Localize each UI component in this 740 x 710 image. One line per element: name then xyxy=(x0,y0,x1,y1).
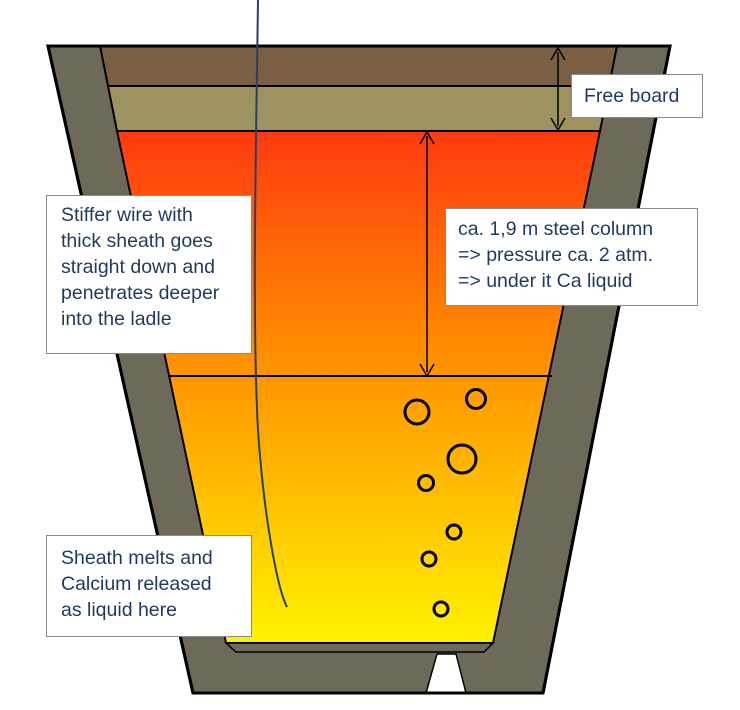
callout-line: ca. 1,9 m steel column xyxy=(458,218,654,240)
slag-top-layer xyxy=(98,45,619,87)
calcium-bubbles xyxy=(403,388,487,618)
callout-line: Calcium released xyxy=(61,573,212,595)
callout-line: penetrates deeper xyxy=(61,282,220,304)
sheath-melts-callout: Sheath melts and Calcium released as liq… xyxy=(46,535,252,637)
callout-line: => under it Ca liquid xyxy=(458,270,633,292)
ladle-bottom-lining xyxy=(224,642,495,653)
steel-column-callout: ca. 1,9 m steel column => pressure ca. 2… xyxy=(445,208,698,306)
callout-line: Free board xyxy=(584,85,680,107)
freeboard-callout: Free board xyxy=(571,74,703,118)
callout-line: => pressure ca. 2 atm. xyxy=(458,244,654,266)
slag-layer xyxy=(106,85,611,132)
steel-column-arrow xyxy=(419,130,435,378)
callout-line: as liquid here xyxy=(61,599,177,621)
callout-line: thick sheath goes xyxy=(61,230,213,252)
callout-line: straight down and xyxy=(61,256,215,278)
bubble xyxy=(417,474,435,492)
bubble xyxy=(420,550,438,568)
calcium-wire xyxy=(253,0,288,608)
bubble xyxy=(432,600,450,618)
bubble xyxy=(445,523,463,541)
callout-line: into the ladle xyxy=(61,308,172,330)
bubble xyxy=(465,388,487,410)
callout-line: Stiffer wire with xyxy=(61,204,193,226)
freeboard-arrow xyxy=(550,46,566,132)
stiffer-wire-callout: Stiffer wire with thick sheath goes stra… xyxy=(46,195,252,354)
ladle-outer-outline xyxy=(46,44,672,695)
bubble xyxy=(403,398,431,426)
callout-line: Sheath melts and xyxy=(61,547,213,569)
bubble xyxy=(446,443,478,475)
